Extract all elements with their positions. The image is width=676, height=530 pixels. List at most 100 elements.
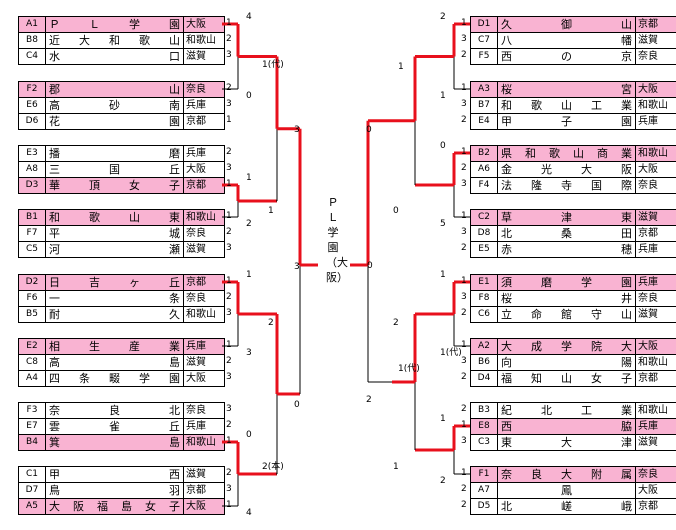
- team-prefecture: 京都: [186, 277, 206, 288]
- team-prefecture: 京都: [638, 228, 658, 239]
- group-score: 1: [226, 115, 232, 125]
- team-code: C7: [471, 33, 498, 48]
- team-prefecture: 奈良: [186, 228, 206, 239]
- group-score: 2: [461, 115, 467, 125]
- team-name: 播磨: [46, 146, 184, 161]
- team-code: A6: [471, 162, 498, 177]
- group-score: 3: [226, 99, 232, 109]
- team-code: E1: [471, 275, 498, 290]
- team-name: 大阪福島女子: [46, 499, 184, 514]
- group-score: 3: [226, 163, 232, 173]
- team-prefecture: 和歌山: [186, 35, 216, 46]
- team-code: B6: [471, 355, 498, 370]
- team-name: 草津東: [498, 210, 636, 225]
- group-score: 1: [226, 500, 232, 510]
- team-code: D3: [19, 178, 46, 193]
- group-score: 2: [226, 227, 232, 237]
- round2-score: 1: [393, 462, 399, 472]
- team-prefecture: 滋賀: [186, 357, 206, 368]
- round1-score: 1: [440, 91, 446, 101]
- team-code: B5: [19, 307, 46, 322]
- team-name: 鳥羽: [46, 483, 184, 498]
- team-name: 法隆寺国際: [498, 178, 636, 193]
- team-code: A4: [19, 371, 46, 386]
- team-name: 甲子園: [498, 114, 636, 129]
- team-code: E2: [19, 339, 46, 354]
- team-name: 西脇: [498, 419, 636, 434]
- round1-score: 0: [246, 91, 252, 101]
- group-score: 3: [461, 227, 467, 237]
- team-prefecture: 和歌山: [186, 437, 216, 448]
- team-prefecture: 奈良: [186, 405, 206, 416]
- group-score: 1: [461, 420, 467, 430]
- group-score: 1: [461, 18, 467, 28]
- team-prefecture: 京都: [638, 501, 658, 512]
- group-score: 3: [226, 484, 232, 494]
- group-score: 1: [226, 211, 232, 221]
- team-prefecture: 滋賀: [186, 469, 206, 480]
- team-name: 一条: [46, 291, 184, 306]
- team-code: D8: [471, 226, 498, 241]
- round3-score: 3: [294, 262, 300, 272]
- team-prefecture: 和歌山: [186, 212, 216, 223]
- team-code: C5: [19, 242, 46, 257]
- group-score: 2: [226, 147, 232, 157]
- team-code: E7: [19, 419, 46, 434]
- group-score: 2: [226, 468, 232, 478]
- team-code: D7: [19, 483, 46, 498]
- group-score: 3: [461, 292, 467, 302]
- team-name: 鳳: [498, 483, 636, 498]
- team-name: 西の京: [498, 49, 636, 64]
- team-name: 福知山女子: [498, 371, 636, 386]
- team-name: 桜宮: [498, 82, 636, 97]
- team-prefecture: 和歌山: [186, 309, 216, 320]
- group-score: 2: [461, 484, 467, 494]
- group-score: 3: [226, 404, 232, 414]
- team-name: 箕島: [46, 435, 184, 450]
- round2-score: 2(本): [262, 462, 284, 472]
- team-code: A1: [19, 17, 46, 32]
- team-code: E3: [19, 146, 46, 161]
- team-code: F7: [19, 226, 46, 241]
- team-name: 和歌山東: [46, 210, 184, 225]
- team-name: 高島: [46, 355, 184, 370]
- team-prefecture: 滋賀: [186, 51, 206, 62]
- team-name: 郡山: [46, 82, 184, 97]
- team-code: D4: [471, 371, 498, 386]
- team-prefecture: 大阪: [638, 164, 658, 175]
- group-score: 2: [461, 372, 467, 382]
- round2-score: 1(代): [262, 60, 284, 70]
- team-prefecture: 兵庫: [638, 116, 658, 127]
- round1-score: 1: [246, 173, 252, 183]
- team-name: 金光大阪: [498, 162, 636, 177]
- team-code: B1: [19, 210, 46, 225]
- team-code: B4: [19, 435, 46, 450]
- team-name: 雲雀丘: [46, 419, 184, 434]
- team-prefecture: 奈良: [638, 180, 658, 191]
- round1-score: 4: [246, 12, 252, 22]
- team-name: 耐久: [46, 307, 184, 322]
